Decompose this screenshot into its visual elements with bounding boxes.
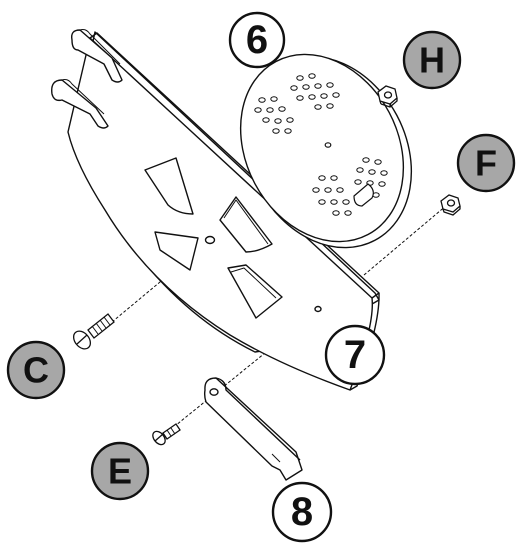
perforated-disc [239, 53, 413, 249]
callout-c-label: C [23, 350, 49, 391]
guide-line-f [363, 204, 448, 276]
callout-e-label: E [108, 451, 132, 492]
bracket-hole [209, 388, 219, 396]
vent-slot-bottom [227, 264, 283, 319]
vent-slot-left [154, 231, 199, 271]
callout-f: F [456, 133, 516, 193]
center-hole [204, 235, 216, 245]
callout-7-label: 7 [344, 333, 366, 377]
vent-slot-top [144, 157, 194, 215]
assembly-guide-lines [111, 94, 448, 431]
screw-e [152, 423, 181, 446]
guide-line-e [169, 309, 319, 431]
disc-mount-hole [324, 142, 332, 148]
bracket [203, 377, 303, 481]
main-plate [67, 31, 380, 391]
callout-7: 7 [324, 324, 386, 386]
callout-6: 6 [228, 11, 286, 69]
hex-nut-f [440, 194, 461, 216]
disc-perforations [254, 73, 388, 216]
callout-8: 8 [271, 481, 333, 543]
callout-6-label: 6 [246, 18, 268, 62]
callout-e: E [90, 441, 150, 501]
wire-hooks [51, 29, 123, 129]
guide-line-c [111, 241, 209, 323]
hex-nut-h [377, 85, 398, 108]
vent-slot-right [219, 196, 273, 253]
callout-h: H [402, 30, 462, 90]
wire-hook-lower [51, 79, 109, 129]
callout-f-label: F [475, 143, 497, 184]
screw-c [72, 313, 115, 350]
main-plate-thickness [89, 32, 380, 299]
callout-c: C [6, 340, 66, 400]
mount-hole-lower [314, 305, 322, 313]
wire-hook-upper [70, 29, 123, 83]
callout-h-label: H [419, 40, 445, 81]
callout-8-label: 8 [291, 490, 313, 534]
disc-slot [353, 183, 374, 207]
